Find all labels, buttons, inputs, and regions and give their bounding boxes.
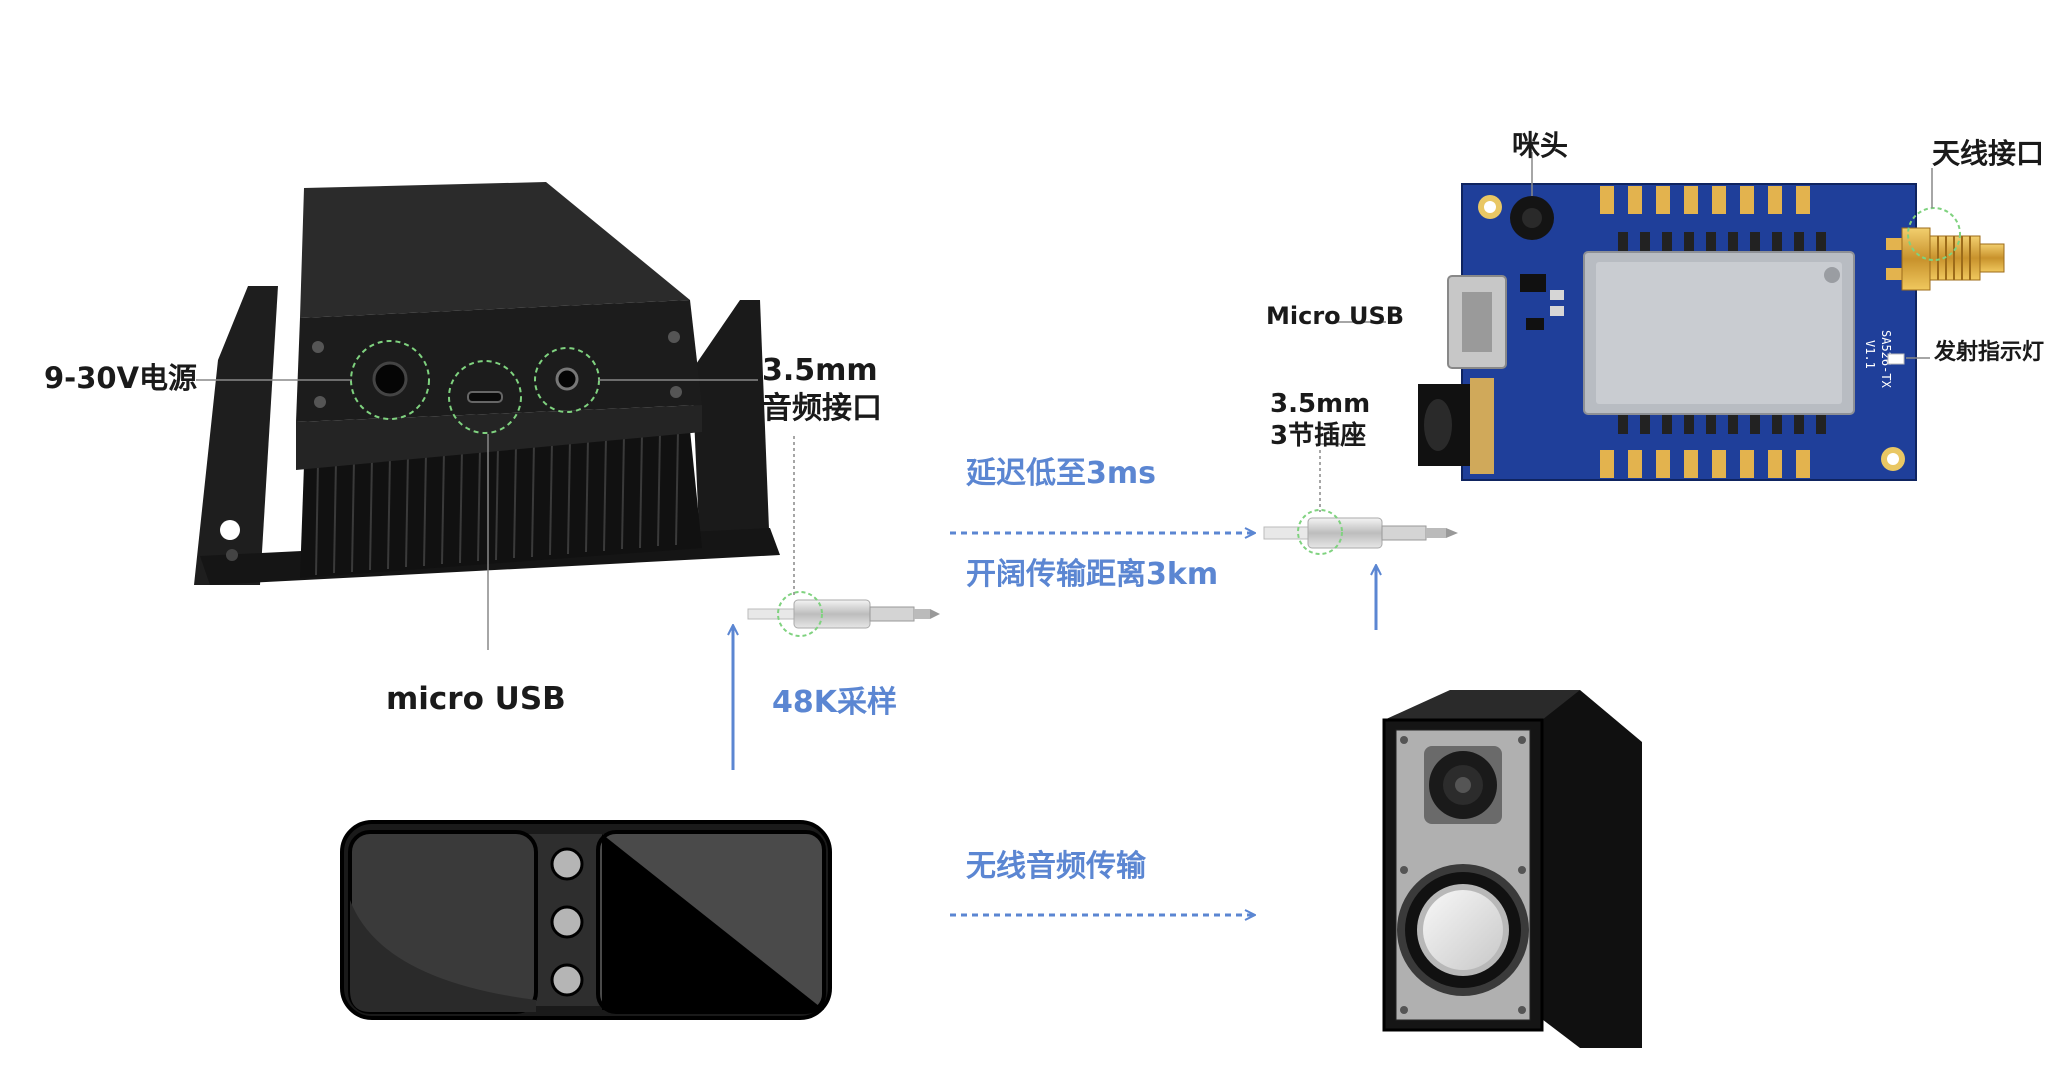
latency-label: 延迟低至3ms	[966, 456, 1156, 491]
speaker-icon	[1382, 690, 1642, 1048]
socket-label-line1: 3.5mm	[1270, 389, 1371, 419]
sampling-label: 48K采样	[772, 685, 897, 720]
socket-label-line2: 3节插座	[1270, 421, 1367, 451]
plug-right-icon	[1263, 509, 1458, 555]
power-label: 9-30V电源	[44, 361, 198, 395]
audio-port-label-line2: 音频接口	[762, 391, 882, 426]
micro-usb-label: micro USB	[386, 681, 566, 717]
mic-label: 咪头	[1512, 129, 1569, 162]
distance-label: 开阔传输距离3km	[966, 557, 1219, 592]
antenna-highlight-ring	[1907, 207, 1961, 261]
plug-left-icon	[747, 591, 940, 637]
pcb-module-icon: SA526-TX V1.1	[1418, 183, 2005, 481]
wireless-label: 无线音频传输	[966, 849, 1146, 884]
transmitter-box-icon	[194, 182, 780, 585]
pcb-silkscreen-version: V1.1	[1863, 340, 1877, 369]
audio-player-icon	[340, 820, 832, 1020]
pcb-micro-usb-label: Micro USB	[1266, 302, 1405, 330]
tx-led-label: 发射指示灯	[1934, 340, 2045, 365]
antenna-label: 天线接口	[1932, 137, 2045, 170]
pcb-silkscreen-text: SA526-TX	[1879, 330, 1893, 389]
audio-port-label-line1: 3.5mm	[762, 353, 878, 388]
